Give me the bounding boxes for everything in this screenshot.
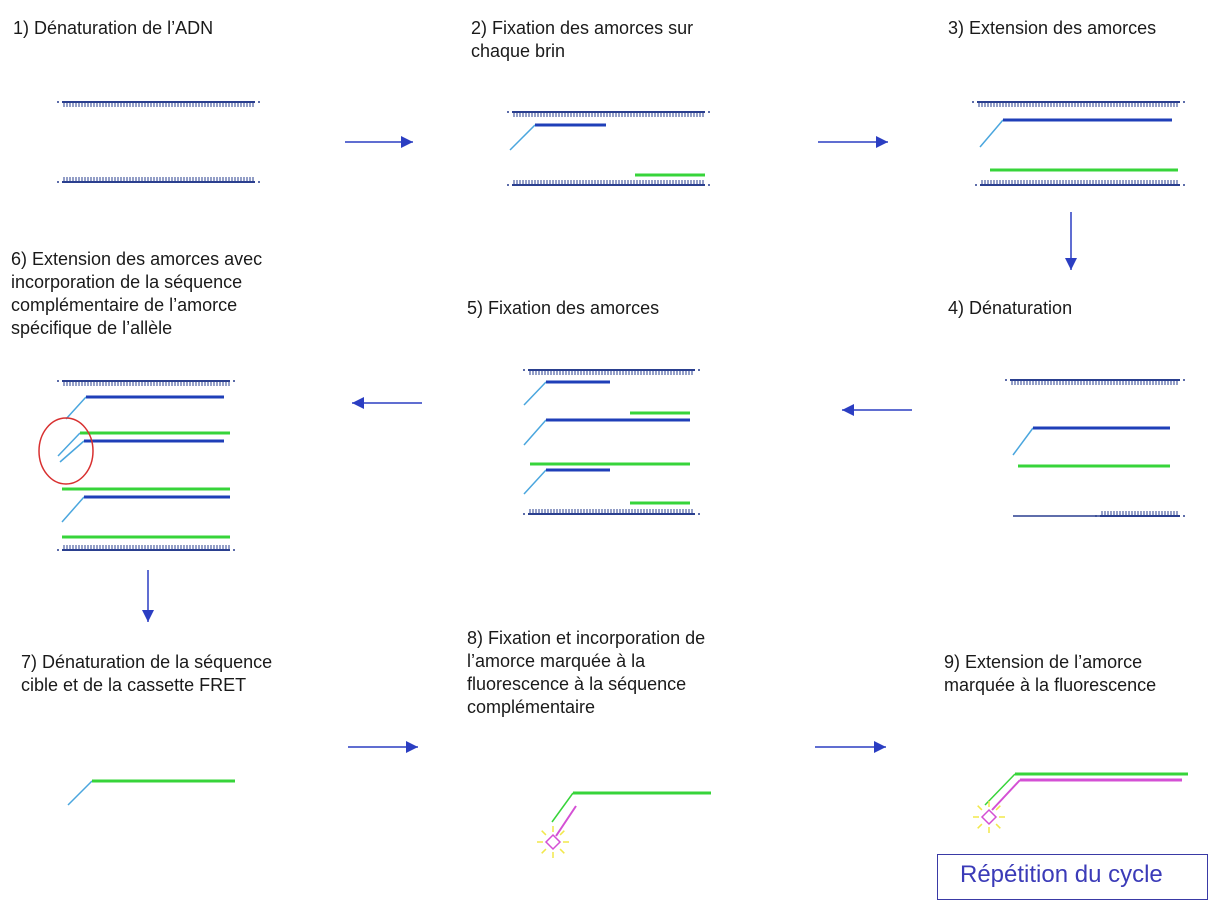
arrow-7-to-8-head bbox=[406, 741, 418, 753]
step1-upper-strand-end-5 bbox=[57, 101, 59, 103]
step4-lower-strand-end-3 bbox=[1183, 515, 1185, 517]
step3-upper-strand-end-3 bbox=[1183, 101, 1185, 103]
step1-upper-strand-bases bbox=[63, 102, 254, 107]
repeat-cycle-label: Répétition du cycle bbox=[960, 861, 1163, 888]
arrow-8-to-9-head bbox=[874, 741, 886, 753]
step3-lower-strand-end-3 bbox=[1183, 184, 1185, 186]
step2-lower-strand-bases bbox=[513, 180, 704, 185]
step6-strand-a-end-3 bbox=[233, 380, 235, 382]
step4-lower-strand-end-5 bbox=[1095, 515, 1097, 517]
step8-probe-fluorophore bbox=[544, 833, 562, 851]
step-6-title: 6) Extension des amorces avec incorporat… bbox=[11, 249, 263, 338]
step9-green-tail bbox=[984, 773, 1016, 806]
step6-strand-h-end-3 bbox=[233, 549, 235, 551]
step6-strand-a-bases bbox=[63, 381, 230, 386]
step5-strand-a-end-5 bbox=[523, 369, 525, 371]
step1-lower-strand-bases bbox=[63, 177, 254, 182]
repeat-cycle-box bbox=[937, 854, 1208, 900]
step-3-title: 3) Extension des amorces bbox=[948, 18, 1157, 38]
step6-strand-h-end-5 bbox=[57, 549, 59, 551]
step7-green-strand-tail bbox=[67, 780, 93, 806]
step2-upper-strand-end-5 bbox=[507, 111, 509, 113]
step4-upper-strand-bases bbox=[1011, 380, 1178, 385]
step6-strand-a-end-5 bbox=[57, 380, 59, 382]
step3-upper-strand-end-5 bbox=[972, 101, 974, 103]
step4-blue-strand-tail bbox=[1012, 427, 1034, 456]
step8-fret-cassette bbox=[555, 805, 577, 837]
step2-primer-blue-tail bbox=[509, 124, 536, 151]
step6-strand-d-tail bbox=[59, 440, 85, 463]
step-1-title: 1) Dénaturation de l’ADN bbox=[13, 18, 214, 38]
step2-upper-strand-end-3 bbox=[708, 111, 710, 113]
step6-strand-c-tail bbox=[57, 432, 81, 457]
arrow-5-to-6-head bbox=[352, 397, 364, 409]
step3-lower-strand-bases bbox=[981, 180, 1178, 185]
step9-fret-cassette bbox=[991, 779, 1021, 811]
arrow-2-to-3-head bbox=[876, 136, 888, 148]
step8-green-tail bbox=[551, 792, 574, 823]
step2-upper-strand-bases bbox=[513, 112, 704, 117]
step2-lower-strand-end-3 bbox=[708, 184, 710, 186]
step1-lower-strand-end-3 bbox=[258, 181, 260, 183]
step5-strand-a-bases bbox=[529, 370, 693, 375]
step3-lower-strand-end-5 bbox=[975, 184, 977, 186]
step-2-title: 2) Fixation des amorces sur chaque brin bbox=[471, 18, 694, 61]
step5-strand-d-end-5 bbox=[523, 513, 525, 515]
step6-strand-h-bases bbox=[63, 545, 230, 550]
step9-probe-fluorophore bbox=[980, 808, 998, 826]
arrow-3-to-4-head bbox=[1065, 258, 1077, 270]
step8-probe-glow bbox=[537, 826, 569, 858]
step5-primer-a-tail bbox=[523, 381, 547, 406]
step9-probe-glow bbox=[973, 801, 1005, 833]
step5-strand-d-end-3 bbox=[698, 513, 700, 515]
step3-extended-blue-tail bbox=[979, 119, 1004, 148]
step5-primer-c-tail bbox=[523, 469, 547, 495]
step4-upper-strand-end-3 bbox=[1183, 379, 1185, 381]
step4-lower-strand-bases bbox=[1101, 511, 1178, 516]
step1-lower-strand-end-5 bbox=[57, 181, 59, 183]
allele-highlight-circle bbox=[38, 417, 94, 485]
step5-strand-b-tail bbox=[523, 419, 547, 446]
step5-strand-d-bases bbox=[529, 509, 693, 514]
step-8-title: 8) Fixation et incorporation de l’amorce… bbox=[467, 628, 706, 717]
step6-strand-b-tail bbox=[65, 396, 87, 420]
step3-upper-strand-bases bbox=[978, 102, 1178, 107]
step6-strand-f-tail bbox=[61, 496, 85, 523]
step-9-title: 9) Extension de l’amorce marquée à la fl… bbox=[944, 652, 1157, 695]
step1-upper-strand-end-3 bbox=[258, 101, 260, 103]
step-5-title: 5) Fixation des amorces bbox=[467, 298, 660, 318]
arrow-1-to-2-head bbox=[401, 136, 413, 148]
step5-strand-a-end-3 bbox=[698, 369, 700, 371]
arrow-4-to-5-head bbox=[842, 404, 854, 416]
arrow-6-to-7-head bbox=[142, 610, 154, 622]
step-4-title: 4) Dénaturation bbox=[948, 298, 1073, 318]
step4-upper-strand-end-5 bbox=[1005, 379, 1007, 381]
step-7-title: 7) Dénaturation de la séquence cible et … bbox=[21, 652, 273, 695]
step2-lower-strand-end-5 bbox=[507, 184, 509, 186]
